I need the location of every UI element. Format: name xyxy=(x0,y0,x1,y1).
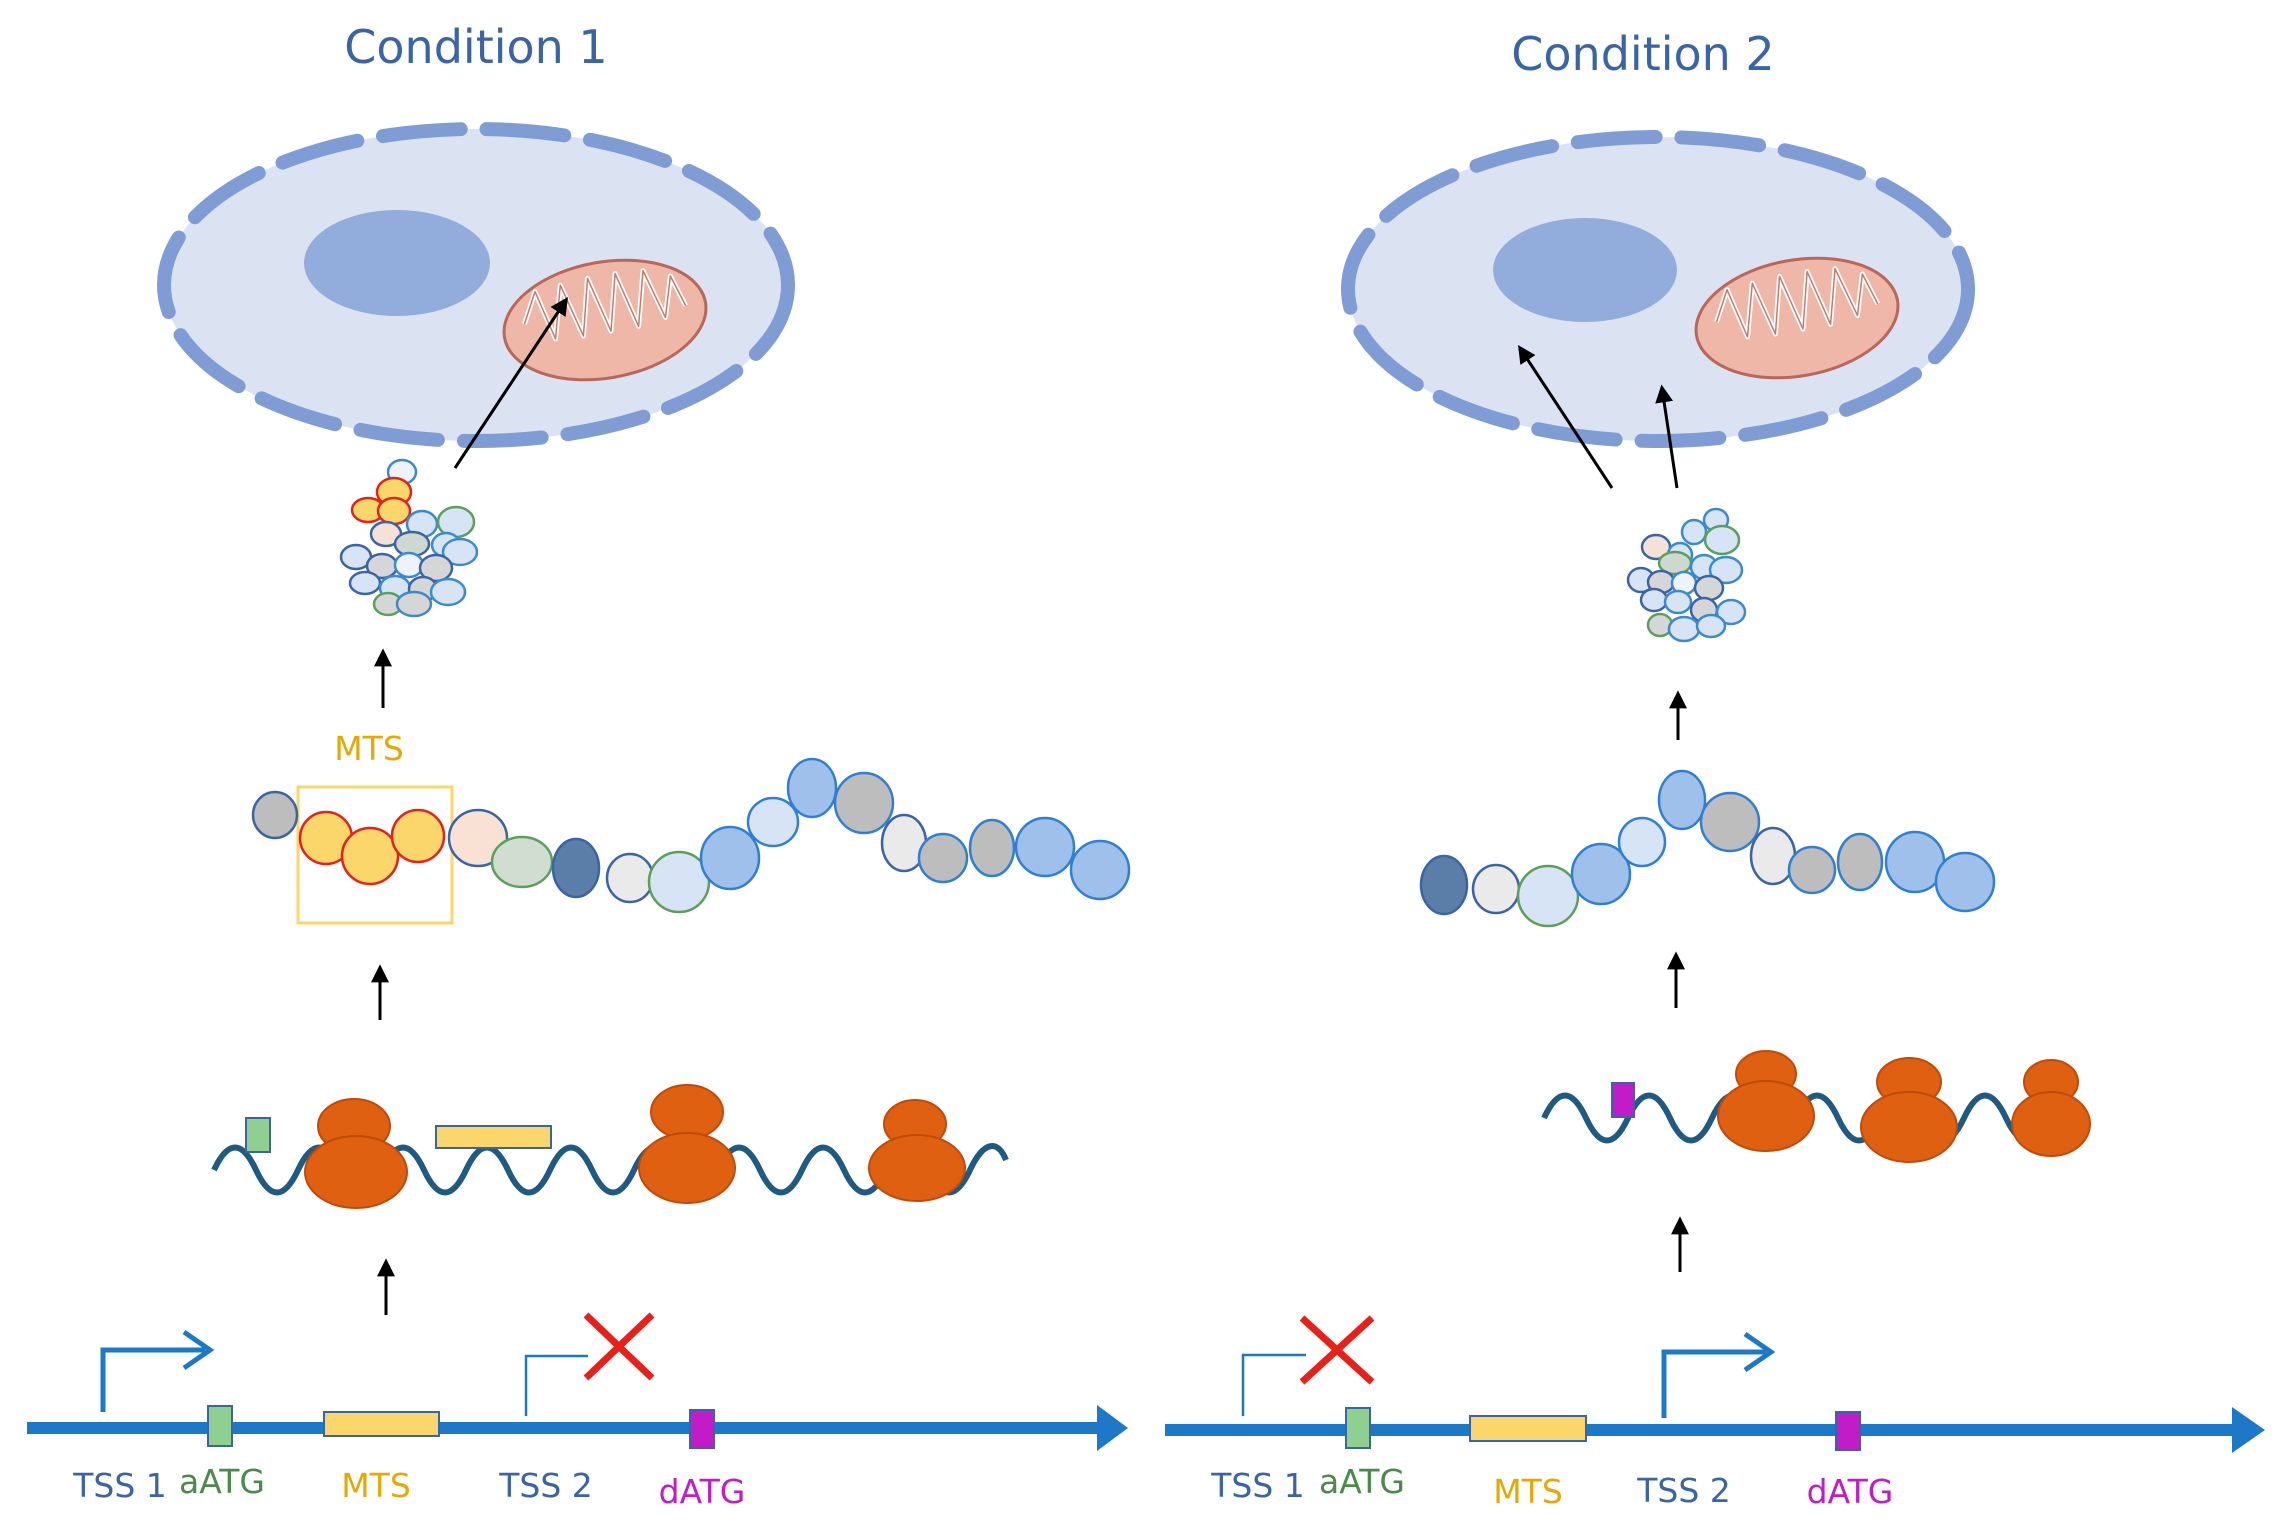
tss2-bent-line-1 xyxy=(524,1354,588,1416)
gene-1-tss1-label: TSS 1 xyxy=(72,1466,167,1505)
folded-protein-1 xyxy=(339,458,479,618)
gene-1-aatg-label: aATG xyxy=(179,1462,265,1501)
gene-2-tss2-label: TSS 2 xyxy=(1636,1471,1731,1510)
mrna-aatg-mark xyxy=(245,1117,271,1153)
gene-line-1 xyxy=(27,1405,1128,1451)
mts-highlight-box xyxy=(296,785,454,925)
gene-1-tss2-label: TSS 2 xyxy=(498,1466,593,1505)
gene-mts-mark-2 xyxy=(1469,1415,1587,1442)
gene-2-tss1-label: TSS 1 xyxy=(1210,1466,1305,1505)
protein-chain-2 xyxy=(1419,769,1996,928)
gene-1: TSS 1 aATG MTS TSS 2 dATG xyxy=(27,1312,1128,1511)
cell-1-nucleus xyxy=(304,210,490,316)
gene-1-datg-label: dATG xyxy=(659,1472,746,1511)
mrna-1 xyxy=(211,1084,1009,1209)
gene-2-aatg-label: aATG xyxy=(1319,1462,1405,1501)
tss2-cross-icon xyxy=(583,1312,655,1381)
condition-1-title: Condition 1 xyxy=(344,20,607,74)
gene-2: TSS 1 aATG MTS TSS 2 dATG xyxy=(1165,1315,2265,1511)
folded-protein-2 xyxy=(1626,507,1747,643)
mrna-2 xyxy=(1541,1050,2091,1163)
condition-2-title: Condition 2 xyxy=(1511,27,1774,81)
arrow-to-mitochondrion xyxy=(453,296,568,469)
gene-2-datg-label: dATG xyxy=(1807,1472,1894,1511)
cell-1-mitochondrion xyxy=(502,258,708,382)
ribosome-2b xyxy=(1860,1057,1958,1163)
cell-2-nucleus xyxy=(1493,218,1677,322)
gene-aatg-mark-1 xyxy=(207,1405,233,1447)
panel-condition-2: Condition 2 xyxy=(1165,27,2265,1511)
cell-1 xyxy=(157,122,795,448)
ribosome-2c xyxy=(2011,1059,2091,1157)
ribosome-1a xyxy=(304,1098,408,1209)
ribosome-1c xyxy=(868,1099,966,1202)
tss1-cross-icon xyxy=(1299,1315,1375,1385)
protein-mts-label: MTS xyxy=(334,729,404,768)
gene-mts-mark-1 xyxy=(323,1411,440,1437)
panel-condition-1: Condition 1 xyxy=(27,20,1131,1511)
mrna-datg-mark xyxy=(1611,1082,1635,1118)
cell-1-membrane xyxy=(157,122,795,448)
arrow-to-cytosol-left xyxy=(1518,344,1614,489)
cell-2-membrane xyxy=(1341,130,1975,448)
gene-aatg-mark-2 xyxy=(1345,1407,1371,1449)
protein-chain-1 xyxy=(251,757,1131,914)
cell-2 xyxy=(1341,130,1975,448)
tss2-arrow-2 xyxy=(1661,1349,1766,1418)
gene-line-2 xyxy=(1165,1407,2265,1453)
tss1-bent-line-2 xyxy=(1241,1353,1306,1416)
ribosome-1b xyxy=(638,1084,736,1204)
cell-2-mitochondrion xyxy=(1694,256,1900,380)
gene-2-mts-label: MTS xyxy=(1493,1472,1563,1511)
ribosome-2a xyxy=(1717,1050,1815,1152)
gene-1-mts-label: MTS xyxy=(341,1466,411,1505)
arrow-to-cytosol-right xyxy=(1655,384,1679,489)
tss1-arrow-1 xyxy=(100,1347,205,1412)
gene-datg-mark-2 xyxy=(1835,1411,1861,1451)
gene-datg-mark-1 xyxy=(689,1409,715,1449)
mrna-mts-mark xyxy=(435,1125,552,1149)
